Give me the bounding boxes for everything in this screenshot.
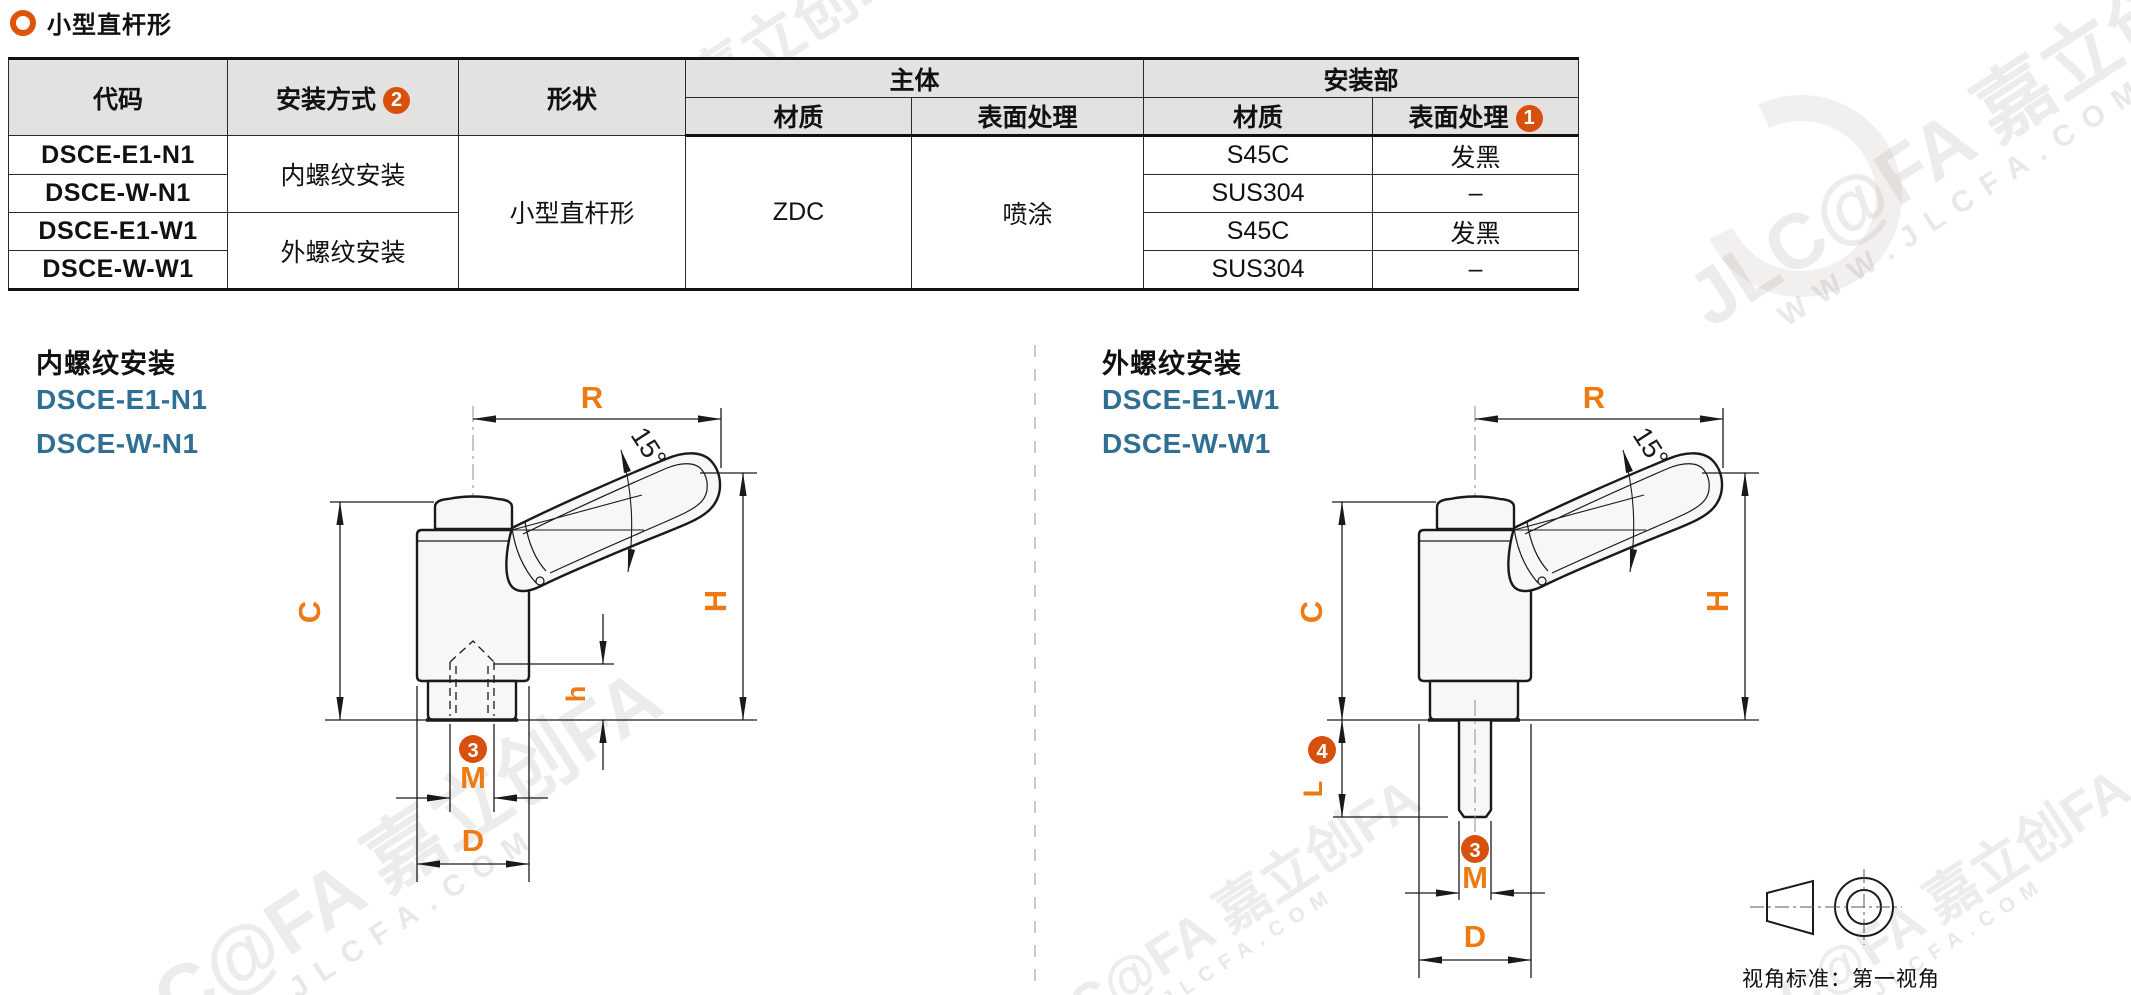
dimension-label-d: D xyxy=(1464,919,1486,954)
badge-2-icon: 2 xyxy=(383,86,410,114)
cell-shape: 小型直杆形 xyxy=(458,135,686,290)
dimension-label-h: H xyxy=(1700,590,1735,612)
table-row: DSCE-E1-W1 外螺纹安装 S45C 发黑 xyxy=(8,212,1580,290)
col-header-mount-surface-label: 表面处理 xyxy=(1408,104,1509,132)
dimension-label-m: M xyxy=(460,760,486,795)
cell-body-surface: 喷涂 xyxy=(910,135,1145,290)
dimension-label-r: R xyxy=(581,380,603,415)
col-header-mount-material: 材质 xyxy=(1143,97,1374,137)
cell-mount-surface: 发黑 xyxy=(1372,135,1580,175)
page-header: 小型直杆形 xyxy=(10,5,172,40)
view-standard-note: 视角标准：第一视角 xyxy=(1742,968,1940,991)
left-section-code-link[interactable]: DSCE-W-N1 xyxy=(36,428,199,459)
cell-mount-material: S45C xyxy=(1143,135,1374,175)
left-drawing: R C H 15° h 3 M xyxy=(292,380,757,882)
cell-mount-method: 外螺纹安装 xyxy=(227,212,459,290)
dimension-label-h-small: h xyxy=(561,686,591,703)
cell-mount-material: SUS304 xyxy=(1143,174,1374,213)
badge-3-icon xyxy=(459,735,487,763)
table-row: DSCE-E1-N1 内螺纹安装 小型直杆形 ZDC 喷涂 S45C 发黑 xyxy=(8,135,1580,290)
table-row: DSCE-W-N1 SUS304 – xyxy=(8,174,1580,213)
part-code-link[interactable]: DSCE-W-N1 xyxy=(8,174,228,213)
cell-mount-material: SUS304 xyxy=(1143,250,1374,290)
right-drawing: R C H 15° 4 L 3 M D xyxy=(1294,380,1759,978)
cell-body-material: ZDC xyxy=(685,135,912,290)
section-bullet-icon xyxy=(10,9,36,36)
dimension-label-m: M xyxy=(1462,860,1488,895)
badge-3-number: 3 xyxy=(467,740,478,762)
right-section-code-link[interactable]: DSCE-E1-W1 xyxy=(1102,384,1280,415)
left-section-code-link[interactable]: DSCE-E1-N1 xyxy=(36,384,208,415)
group-header-body: 主体 xyxy=(684,58,1145,98)
table-row: DSCE-W-W1 SUS304 – xyxy=(8,250,1580,290)
badge-3-number: 3 xyxy=(1469,840,1480,862)
page-title: 小型直杆形 xyxy=(47,12,172,39)
cell-mount-material: S45C xyxy=(1143,212,1374,251)
col-header-body-material: 材质 xyxy=(685,97,912,137)
first-angle-projection-icon xyxy=(1750,869,1902,945)
group-header-mountpart: 安装部 xyxy=(1143,58,1580,98)
right-section-heading: 外螺纹安装 xyxy=(1102,349,1242,379)
right-section-code-link[interactable]: DSCE-W-W1 xyxy=(1102,428,1271,459)
col-header-shape: 形状 xyxy=(458,58,686,136)
part-code-link[interactable]: DSCE-W-W1 xyxy=(8,250,228,290)
badge-1-icon: 1 xyxy=(1515,105,1543,132)
internal-thread-lines xyxy=(449,640,495,716)
badge-3-icon xyxy=(1461,835,1489,863)
col-header-body-surface: 表面处理 xyxy=(910,97,1145,137)
part-code-link[interactable]: DSCE-E1-N1 xyxy=(8,135,228,175)
technical-drawings: R C H 15° h 3 M xyxy=(292,345,1902,985)
cell-mount-method: 内螺纹安装 xyxy=(227,135,459,213)
dimension-label-c: C xyxy=(1294,601,1329,623)
badge-4-number: 4 xyxy=(1316,741,1328,763)
dimension-label-c: C xyxy=(292,601,327,623)
dimension-label-r: R xyxy=(1583,380,1605,415)
col-header-mount-label: 安装方式 xyxy=(275,85,376,114)
cell-mount-surface: – xyxy=(1372,250,1580,290)
badge-4-icon xyxy=(1308,736,1336,764)
cell-mount-surface: 发黑 xyxy=(1372,212,1580,251)
dimension-label-h: H xyxy=(698,590,733,612)
part-code-link[interactable]: DSCE-E1-W1 xyxy=(8,212,228,251)
left-section-heading: 内螺纹安装 xyxy=(36,349,176,379)
cell-mount-surface: – xyxy=(1372,174,1580,213)
col-header-code: 代码 xyxy=(8,58,228,136)
dimension-label-l: L xyxy=(1298,781,1328,798)
dimension-label-d: D xyxy=(462,823,484,858)
